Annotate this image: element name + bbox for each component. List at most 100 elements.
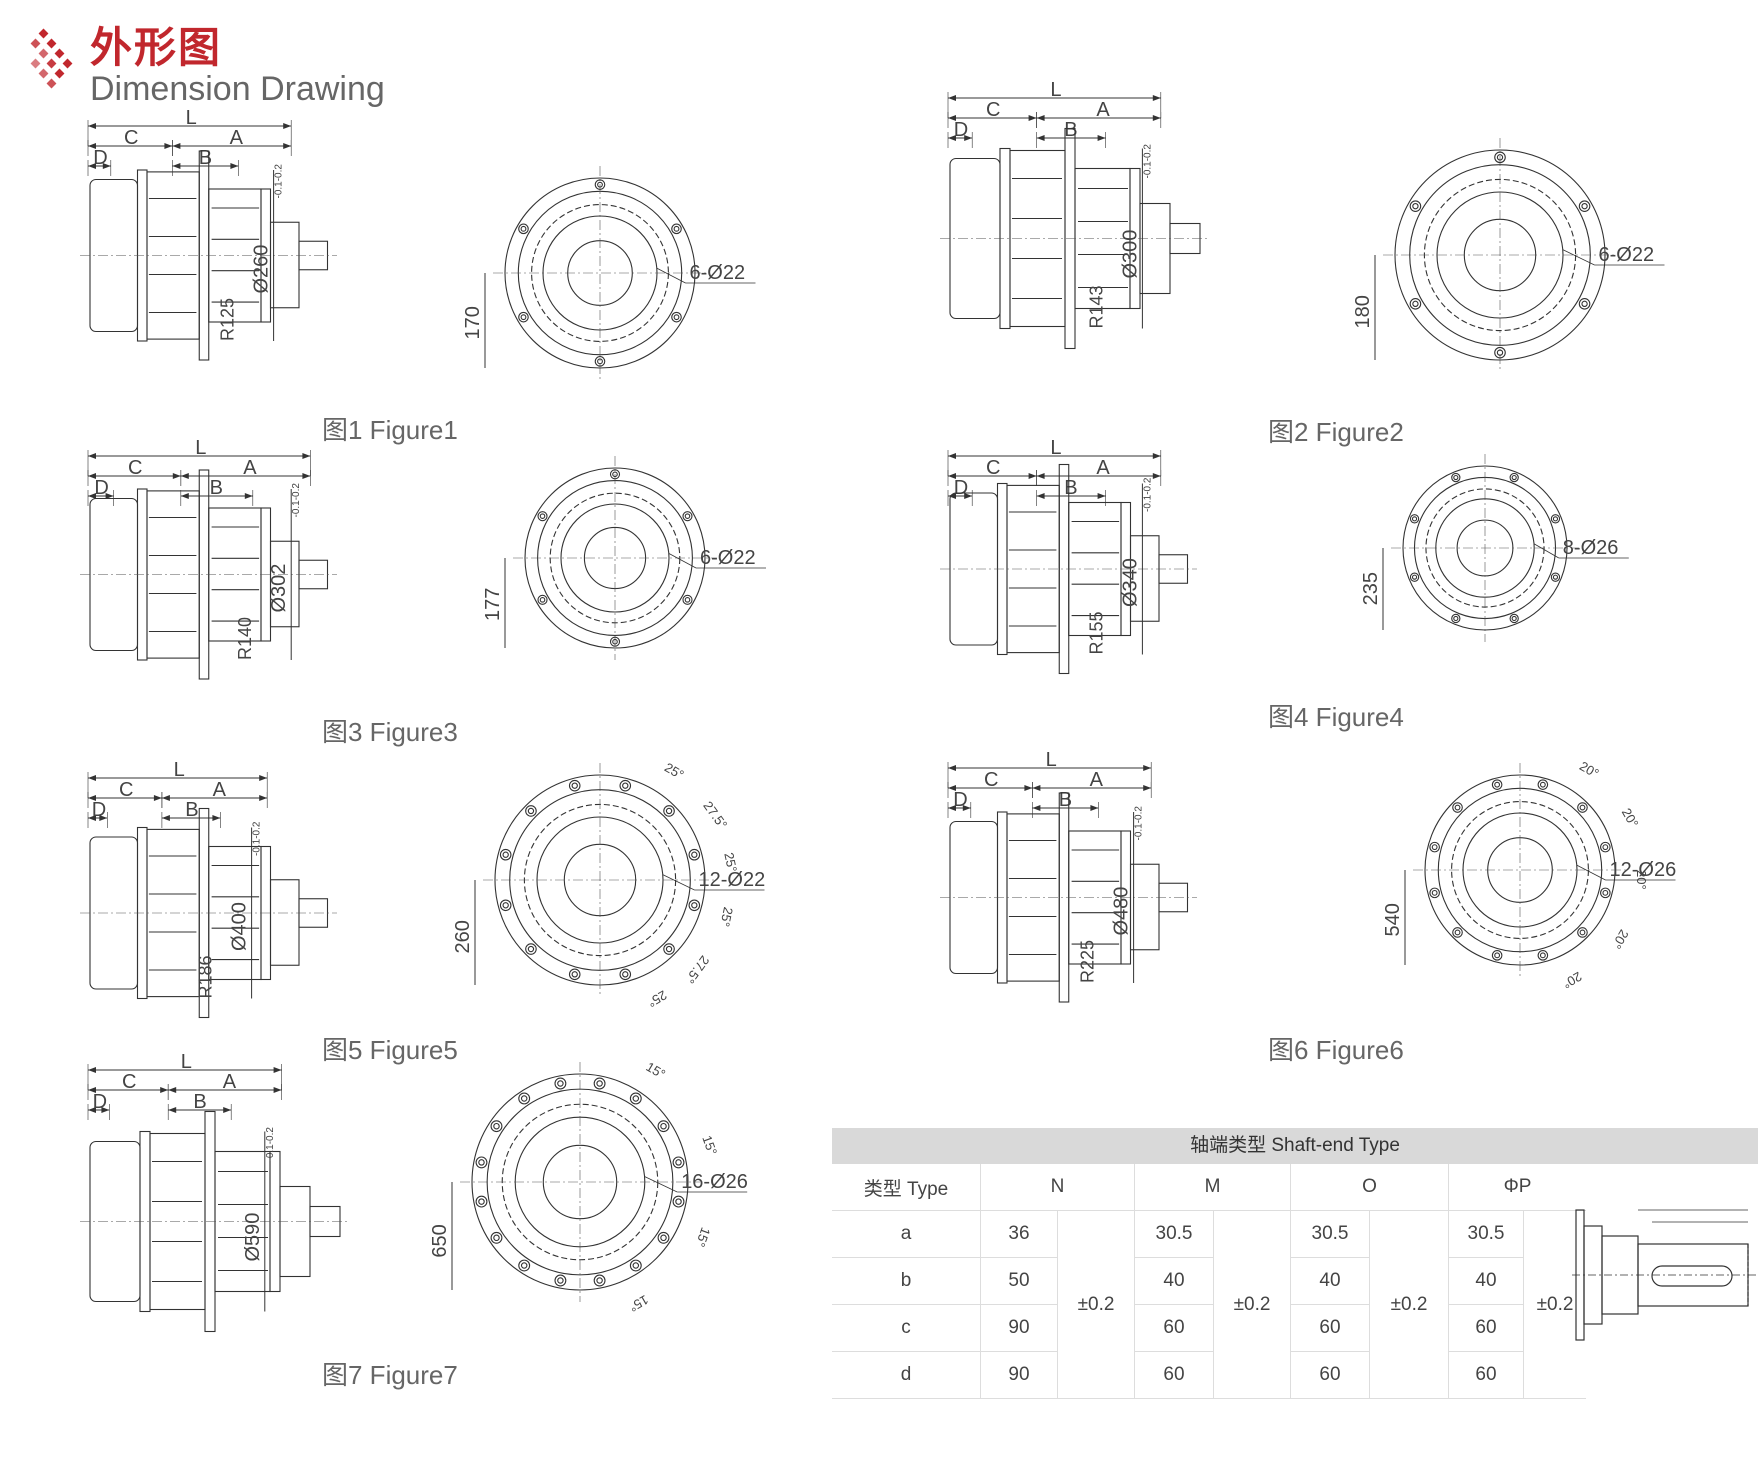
dim-label-d: D <box>93 147 107 169</box>
bolt-hole-icon <box>1409 572 1420 582</box>
bolt-hole-icon <box>688 848 701 861</box>
table-header-row: 类型 Type N M O ΦP <box>832 1164 1586 1211</box>
figure-5-caption: 图5 Figure5 <box>322 1035 458 1065</box>
bolt-hole-icon <box>682 594 693 605</box>
bolt-hole-icon <box>1577 927 1588 938</box>
bolt-hole-icon <box>1494 151 1506 164</box>
bolt-hole-icon <box>1537 779 1549 790</box>
hole-callout-label: 16-Ø26 <box>681 1171 748 1193</box>
dim-label-b: B <box>193 1091 206 1113</box>
bolt-hole-icon <box>629 1259 642 1272</box>
cell-o: 30.5 <box>1290 1210 1370 1258</box>
tolerance-label: -0.1-0.2 <box>265 1127 276 1162</box>
dim-label-b: B <box>1059 789 1072 811</box>
cell-m: 60 <box>1134 1304 1214 1352</box>
shaft-radius-label: R125 <box>218 298 238 341</box>
dim-label-l: L <box>181 1051 192 1073</box>
shaft-end-grid: 类型 Type N M O ΦP a 36 ±0.2 30.5 ±0.2 30.… <box>832 1164 1586 1399</box>
bolt-hole-icon <box>1409 514 1420 524</box>
shaft-diameter-label: Ø340 <box>1119 558 1141 607</box>
cell-m: 30.5 <box>1134 1210 1214 1258</box>
shaft-radius-label: R186 <box>196 955 216 998</box>
dim-label-l: L <box>195 437 206 459</box>
bolt-hole-icon <box>672 1156 685 1169</box>
shaft-radius-label: R155 <box>1086 611 1106 654</box>
bolt-hole-icon <box>537 594 548 605</box>
shaft-end-table: 轴端类型 Shaft-end Type 类型 Type N M O ΦP a 3… <box>832 1128 1758 1399</box>
angle-label: 25° <box>721 851 740 873</box>
tolerance-label: -0.1-0.2 <box>1142 144 1153 179</box>
table-row: c 90 60 60 60 <box>832 1304 1586 1352</box>
bolt-hole-icon <box>1494 346 1506 359</box>
angle-label: 15° <box>626 1292 651 1315</box>
bolt-hole-icon <box>1429 887 1440 899</box>
hole-callout-label: 6-Ø22 <box>690 262 746 284</box>
figure-2-caption: 图2 Figure2 <box>1268 417 1404 447</box>
bolt-hole-icon <box>1451 472 1461 483</box>
figure-6-caption: 图6 Figure6 <box>1268 1035 1404 1065</box>
header-m: M <box>1134 1164 1291 1211</box>
shaft-radius-label: R225 <box>1078 940 1098 983</box>
bolt-hole-icon <box>671 311 682 323</box>
height-dim-label: 235 <box>1360 572 1382 605</box>
bolt-hole-icon <box>1451 613 1461 624</box>
page-title-cn: 外形图 <box>90 24 223 71</box>
dim-label-c: C <box>119 779 133 801</box>
shaft-radius-label: R143 <box>1086 285 1106 328</box>
bolt-hole-icon <box>609 469 621 480</box>
shaft-radius-label: R140 <box>235 617 255 660</box>
height-dim-label: 260 <box>452 920 474 953</box>
header-o: O <box>1290 1164 1449 1211</box>
front-view <box>1383 138 1665 372</box>
bolt-hole-icon <box>629 1092 642 1105</box>
cell-n: 90 <box>980 1304 1058 1352</box>
page-header: 外形图 Dimension Drawing <box>28 12 448 112</box>
cell-n-tol: ±0.2 <box>1057 1210 1135 1399</box>
cell-type: d <box>832 1351 981 1399</box>
dim-label-c: C <box>986 457 1000 479</box>
bolt-hole-icon <box>1409 298 1422 310</box>
bolt-hole-icon <box>657 1120 670 1133</box>
angle-label: 15° <box>699 1133 720 1157</box>
hole-callout-label: 6-Ø22 <box>700 547 756 569</box>
bolt-hole-icon <box>1578 200 1591 212</box>
dim-label-l: L <box>1050 79 1061 101</box>
front-view <box>1413 763 1676 977</box>
dim-label-c: C <box>128 457 142 479</box>
bolt-hole-icon <box>525 943 537 955</box>
bolt-hole-icon <box>688 899 701 912</box>
dim-label-l: L <box>1050 437 1061 459</box>
cell-o: 40 <box>1290 1257 1370 1305</box>
table-row: a 36 ±0.2 30.5 ±0.2 30.5 ±0.2 30.5 ±0.2 <box>832 1210 1586 1399</box>
height-dim-label: 170 <box>462 306 484 339</box>
table-row: d 90 60 60 60 <box>832 1351 1586 1399</box>
cell-p: 60 <box>1448 1351 1524 1399</box>
tolerance-label: -0.1-0.2 <box>291 483 302 518</box>
shaft-diameter-label: Ø302 <box>268 564 290 613</box>
bolt-hole-icon <box>663 943 675 955</box>
dim-label-b: B <box>1064 477 1077 499</box>
cell-n: 50 <box>980 1257 1058 1305</box>
dim-label-c: C <box>124 127 138 149</box>
bolt-hole-icon <box>1509 472 1519 483</box>
header-n: N <box>980 1164 1135 1211</box>
table-row: b 50 40 40 40 <box>832 1257 1586 1305</box>
dim-label-d: D <box>94 477 108 499</box>
hole-callout-label: 12-Ø26 <box>1610 859 1677 881</box>
angle-label: 27.5° <box>700 798 730 832</box>
figure-3-caption: 图3 Figure3 <box>322 717 458 747</box>
bolt-hole-icon <box>682 511 693 522</box>
bolt-hole-icon <box>499 899 512 912</box>
bolt-hole-icon <box>475 1195 488 1208</box>
dim-label-d: D <box>954 119 968 141</box>
bolt-hole-icon <box>663 805 675 817</box>
